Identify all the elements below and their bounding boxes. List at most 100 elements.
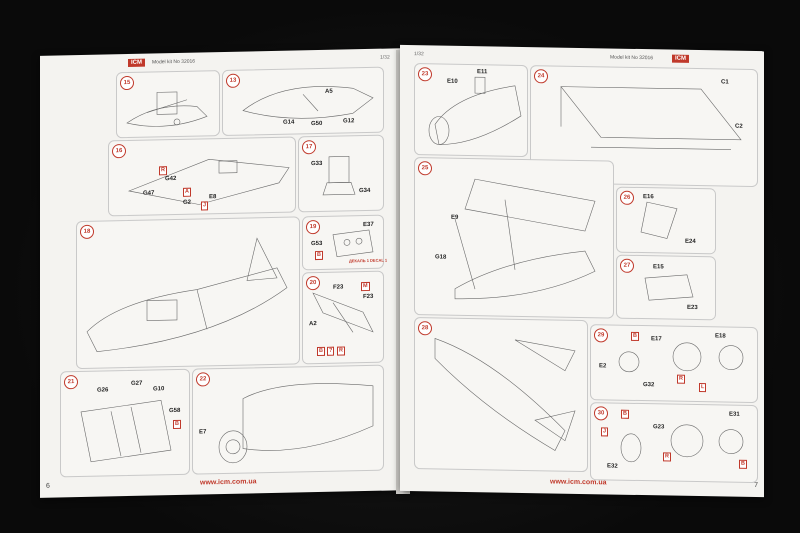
part-label: E7 — [199, 429, 207, 436]
red-marker: R — [159, 166, 167, 176]
part-label: G23 — [653, 424, 665, 431]
part-label: G53 — [311, 240, 323, 248]
page-number-left: 6 — [46, 482, 50, 490]
fuselage-halves-illustration — [86, 237, 288, 352]
part-label: G32 — [643, 382, 655, 389]
part-label: E31 — [729, 411, 740, 418]
engine-cylinders-illustration — [618, 342, 744, 373]
strut-illustration-27 — [644, 274, 694, 301]
part-label: E10 — [447, 78, 458, 85]
part-label: E37 — [363, 221, 374, 229]
landing-gear-illustration — [434, 338, 576, 451]
part-label: F23 — [333, 284, 344, 291]
engine-cowl-illustration — [218, 383, 374, 464]
fuselage-illustration — [242, 86, 374, 119]
page-number-right: 7 — [754, 482, 758, 490]
red-marker: B — [315, 250, 323, 261]
red-marker: J — [201, 201, 209, 211]
wing-illustration — [127, 158, 290, 205]
icm-logo-right: ICM — [672, 54, 689, 63]
red-marker: B — [317, 346, 325, 357]
step-panel-28: 28 — [414, 317, 588, 473]
floor-illustration — [312, 292, 374, 333]
part-label: G2 — [183, 199, 192, 206]
part-label: E23 — [687, 304, 698, 312]
step-panel-27: 27 E15 E23 — [616, 254, 716, 321]
part-label: E24 — [685, 238, 696, 245]
left-instruction-page: ICM Model kit No 32016 1/32 15 13 A5 G14… — [40, 48, 406, 498]
part-label: G18 — [435, 254, 447, 261]
url-left: www.icm.com.ua — [200, 478, 257, 487]
cockpit-illustration — [126, 91, 208, 127]
part-label: G47 — [143, 190, 155, 197]
header-model-kit-right: Model kit No 32016 — [610, 54, 654, 62]
red-marker: R — [337, 346, 345, 356]
upper-wing-illustration — [560, 86, 742, 150]
header-model-kit-left: Model kit No 32016 — [152, 58, 196, 66]
part-label: G26 — [97, 387, 109, 394]
red-marker: R — [663, 452, 671, 462]
step-panel-23: 23 E11 E10 — [414, 63, 528, 158]
part-label: G58 — [169, 407, 181, 415]
step-panel-29: 29 B E17 E18 E2 R G32 L — [590, 324, 758, 404]
part-label: A2 — [309, 321, 317, 328]
cockpit-wall-illustration — [80, 399, 172, 463]
scale-left: 1/32 — [380, 54, 390, 61]
red-marker: B — [173, 419, 181, 430]
part-label: C1 — [721, 79, 729, 86]
red-marker: L — [699, 383, 707, 393]
step-panel-25: 25 E9 G18 — [414, 157, 614, 319]
step-panel-24: 24 C1 C2 C3 — [530, 65, 758, 188]
red-marker: B — [739, 459, 747, 469]
part-label: G14 — [283, 119, 295, 126]
part-label: G10 — [153, 386, 165, 393]
step-panel-15: 15 — [116, 70, 220, 139]
biplane-assembly-illustration — [454, 178, 596, 300]
step-panel-19: 19 E37 G53 B ДЕКАЛЬ 1 DECAL 1 — [302, 214, 388, 271]
part-label: G34 — [359, 187, 371, 195]
step-panel-26: 26 E16 E24 — [616, 186, 716, 255]
decal-note: ДЕКАЛЬ 1 DECAL 1 — [349, 257, 388, 264]
red-marker: B — [621, 409, 629, 419]
part-label: E32 — [607, 463, 618, 470]
part-label: E11 — [477, 69, 488, 76]
step-panel-13: 13 A5 G14 G50 G12 — [222, 66, 384, 137]
red-marker: M — [361, 281, 370, 292]
part-label: G50 — [311, 120, 323, 128]
step-panel-21: 21 G26 G27 G10 G58 B — [60, 368, 190, 478]
step-panel-20: 20 F23 M F23 A2 B ? R — [302, 270, 384, 365]
front-fuselage-illustration — [428, 76, 522, 145]
step-panel-30: 30 B E31 J G23 R E32 B — [590, 402, 758, 484]
red-marker: J — [601, 427, 609, 437]
part-label: F23 — [363, 293, 374, 301]
part-label: E2 — [599, 363, 607, 370]
part-label: C2 — [735, 123, 743, 130]
part-label: E17 — [651, 336, 662, 343]
scale-right: 1/32 — [414, 51, 424, 58]
part-label: E9 — [451, 214, 459, 221]
instrument-panel-illustration — [332, 229, 374, 257]
engine-assembly-illustration — [620, 424, 744, 463]
step-panel-22: 22 E7 — [192, 364, 384, 475]
part-label: E15 — [653, 264, 664, 271]
part-label: E18 — [715, 333, 726, 340]
part-label: E16 — [643, 194, 654, 201]
seat-illustration — [322, 156, 356, 196]
red-marker: ? — [327, 346, 335, 356]
step-panel-17: 17 G33 G34 — [298, 134, 384, 213]
red-marker: B — [631, 331, 639, 341]
red-marker: R — [677, 374, 685, 384]
icm-logo-left: ICM — [128, 58, 145, 67]
step-panel-16: 16 R G42 G47 A G2 E8 J — [108, 136, 296, 217]
step-panel-18: 18 — [76, 216, 300, 370]
part-label: G12 — [343, 118, 355, 125]
part-label: G33 — [311, 160, 323, 168]
url-right: www.icm.com.ua — [550, 478, 607, 487]
part-label: G42 — [165, 175, 177, 183]
part-label: A5 — [325, 88, 333, 95]
strut-illustration-26 — [640, 201, 678, 239]
part-label: E8 — [209, 194, 217, 201]
red-marker: A — [183, 187, 191, 197]
right-instruction-page: 1/32 Model kit No 32016 ICM 23 E11 E10 2… — [400, 44, 764, 498]
